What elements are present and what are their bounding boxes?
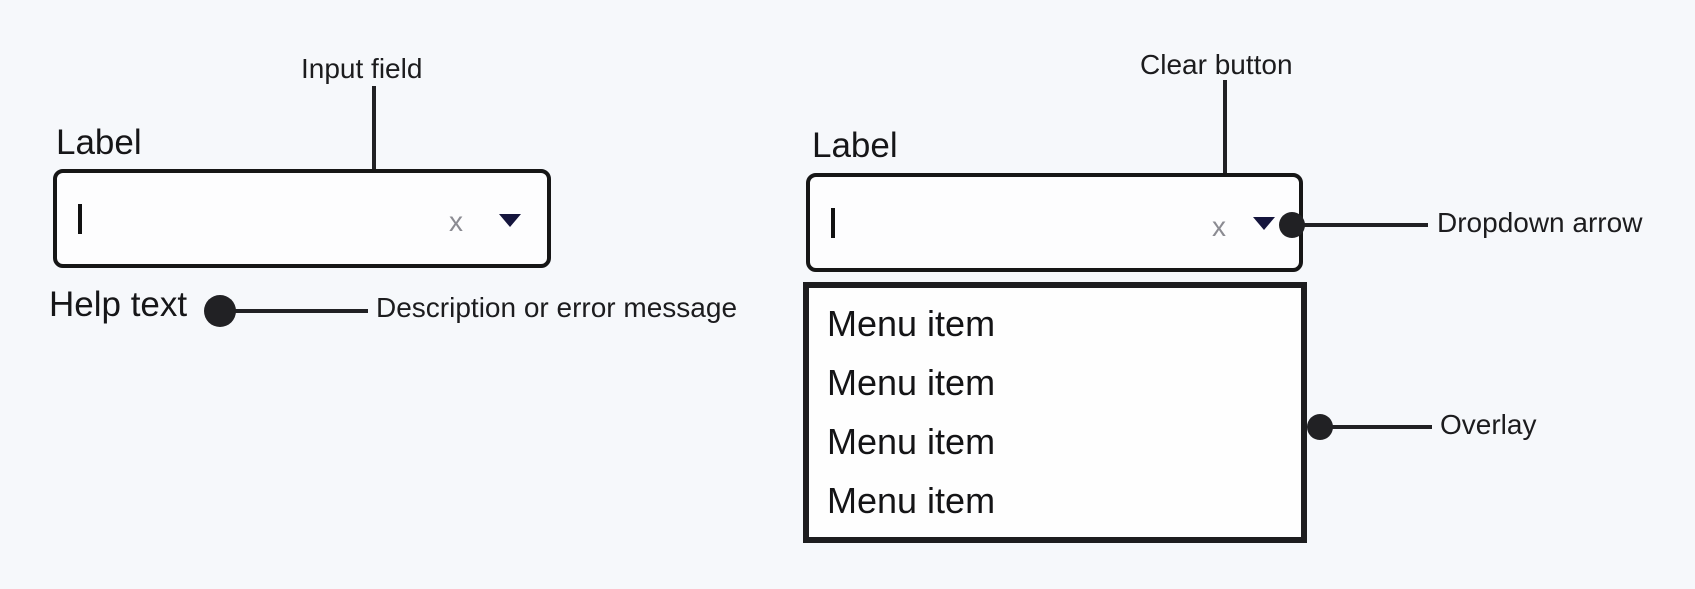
- field-label: Label: [812, 126, 898, 165]
- input-field-annotation-label: Input field: [301, 53, 423, 84]
- dropdown-arrow-icon[interactable]: [499, 214, 521, 227]
- menu-item[interactable]: Menu item: [827, 361, 996, 403]
- clear-button[interactable]: x: [449, 206, 463, 237]
- dropdown-arrow-connector-line: [1300, 223, 1428, 227]
- dropdown-menu-overlay: Menu item Menu item Menu item Menu item: [803, 282, 1307, 543]
- clear-button[interactable]: x: [1212, 211, 1226, 242]
- clear-button-annotation-label: Clear button: [1140, 49, 1293, 80]
- dropdown-arrow-annotation-label: Dropdown arrow: [1437, 207, 1643, 238]
- help-description-annotation-label: Description or error message: [376, 292, 738, 323]
- input-field-connector-line: [372, 86, 376, 197]
- combobox-input[interactable]: [806, 173, 1303, 272]
- dropdown-arrow-icon[interactable]: [1253, 217, 1275, 230]
- help-text-connector-line: [222, 309, 368, 313]
- overlay-connector-line: [1322, 425, 1432, 429]
- overlay-annotation-label: Overlay: [1440, 409, 1537, 440]
- help-text: Help text: [49, 285, 188, 324]
- menu-item[interactable]: Menu item: [827, 302, 996, 344]
- combobox-input[interactable]: [53, 169, 551, 268]
- text-cursor: [831, 208, 835, 238]
- field-label: Label: [56, 123, 142, 162]
- menu-item[interactable]: Menu item: [827, 421, 996, 463]
- menu-item[interactable]: Menu item: [827, 480, 996, 522]
- clear-button-connector-line: [1223, 80, 1227, 190]
- text-cursor: [78, 204, 82, 234]
